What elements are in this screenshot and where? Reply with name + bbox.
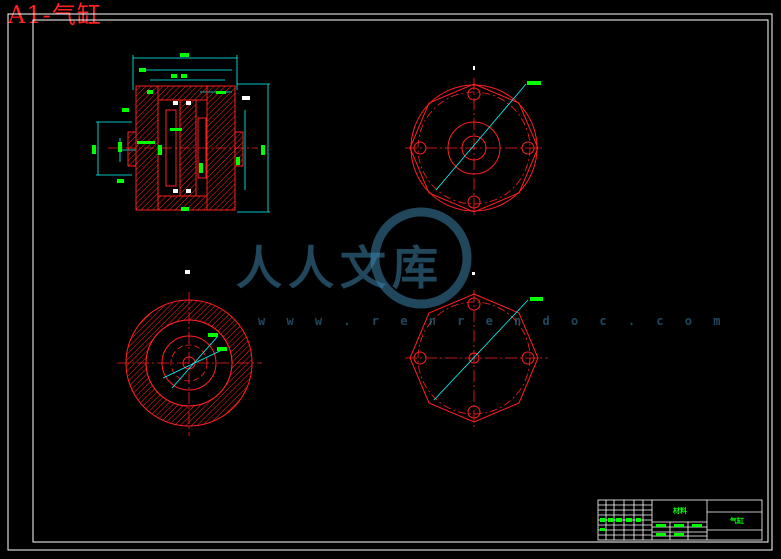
watermark-url: w w w . r e n r e n d o c . c o m <box>258 314 728 328</box>
title-block-marks <box>600 518 702 536</box>
title-block <box>597 499 763 541</box>
bottom-right-flange <box>405 272 548 428</box>
bottom-left-ring <box>117 270 262 436</box>
flange-outline <box>409 83 539 213</box>
title-block-name: 气缸 <box>730 517 744 525</box>
outer-frame <box>7 13 773 551</box>
top-right-flange <box>405 66 545 218</box>
title-block-material: 材料 <box>673 507 687 515</box>
inner-frame <box>32 19 769 543</box>
page-title: A1-气缸 <box>8 1 102 29</box>
watermark-text: 人人文库 <box>236 241 444 295</box>
section-view <box>92 53 270 213</box>
